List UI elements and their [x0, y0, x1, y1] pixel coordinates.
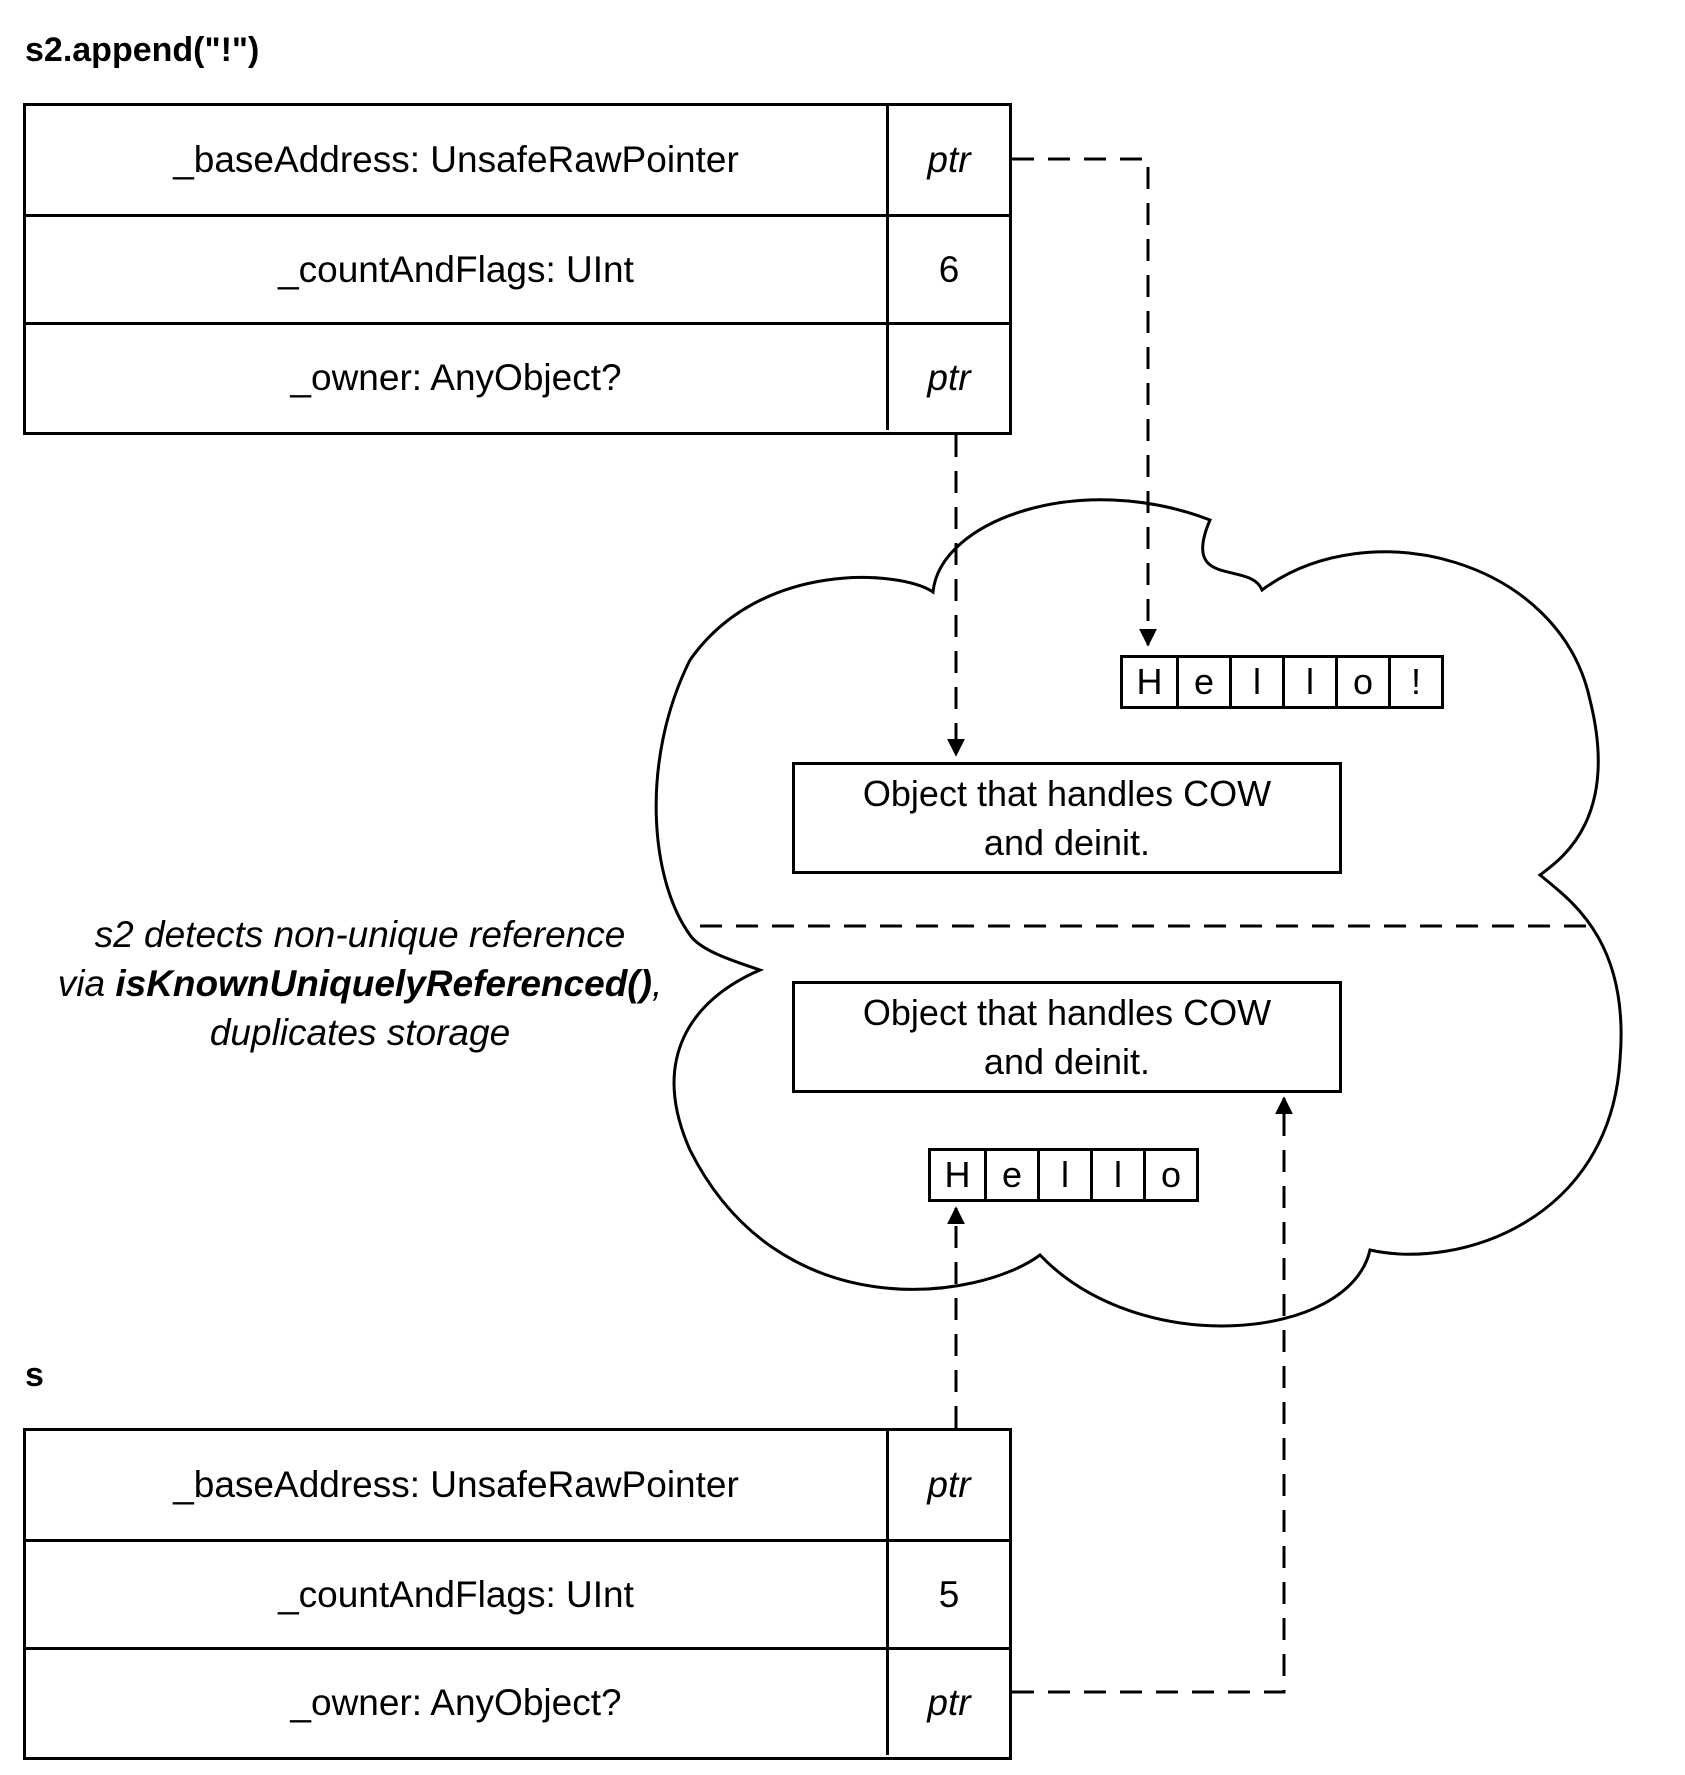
object-label-line2: and deinit.	[983, 1041, 1151, 1082]
bottom-row-base-address: _baseAddress: UnsafeRawPointer ptr	[26, 1431, 1009, 1539]
note-line1: s2 detects non-unique reference	[94, 914, 626, 955]
char-cell: e	[1176, 658, 1229, 706]
field-label: _owner: AnyObject?	[26, 325, 889, 430]
char-cell: l	[1229, 658, 1282, 706]
field-label: _countAndFlags: UInt	[26, 217, 889, 322]
top-row-base-address: _baseAddress: UnsafeRawPointer ptr	[26, 106, 1009, 214]
char-cell: H	[944, 1154, 971, 1195]
lower-char-buffer: H e l l o	[928, 1148, 1199, 1202]
note-line3: duplicates storage	[209, 1012, 511, 1053]
bottom-row-owner: _owner: AnyObject? ptr	[26, 1647, 1009, 1755]
char-cell: o	[1143, 1151, 1196, 1199]
arrow-top-base-address	[1012, 157, 1157, 647]
top-struct-heading: s2.append("!")	[25, 31, 260, 69]
field-value: 5	[938, 1573, 960, 1615]
note-line2: via isKnownUniquelyReferenced(),	[20, 959, 700, 1008]
char-cell: e	[984, 1151, 1037, 1199]
note-line2-suffix: ,	[651, 963, 663, 1004]
char-cell: o	[1335, 658, 1388, 706]
field-label: _countAndFlags: UInt	[26, 1542, 889, 1647]
lower-owner-object: Object that handles COW and deinit.	[792, 981, 1342, 1093]
field-label: _owner: AnyObject?	[26, 1650, 889, 1755]
field-value: ptr	[927, 356, 971, 398]
char-cell: l	[1282, 658, 1335, 706]
char-cell: l	[1090, 1151, 1143, 1199]
upper-owner-object: Object that handles COW and deinit.	[792, 762, 1342, 874]
bottom-struct-table: _baseAddress: UnsafeRawPointer ptr _coun…	[23, 1428, 1012, 1760]
heap-cloud	[654, 498, 1623, 1328]
bottom-row-count-and-flags: _countAndFlags: UInt 5	[26, 1539, 1009, 1647]
object-label-line1: Object that handles COW	[862, 773, 1272, 814]
char-cell: !	[1388, 658, 1441, 706]
object-label-line2: and deinit.	[983, 822, 1151, 863]
char-cell: H	[1136, 661, 1163, 702]
field-label: _baseAddress: UnsafeRawPointer	[26, 1431, 889, 1539]
note-function-name: isKnownUniquelyReferenced()	[115, 963, 652, 1004]
top-struct-table: _baseAddress: UnsafeRawPointer ptr _coun…	[23, 103, 1012, 435]
field-value: ptr	[927, 1464, 971, 1505]
top-row-count-and-flags: _countAndFlags: UInt 6	[26, 214, 1009, 322]
arrow-bottom-owner	[1012, 1096, 1293, 1694]
top-row-owner: _owner: AnyObject? ptr	[26, 322, 1009, 430]
object-label-line1: Object that handles COW	[862, 992, 1272, 1033]
note-line2-prefix: via	[57, 963, 116, 1004]
char-cell: l	[1037, 1151, 1090, 1199]
field-value: ptr	[927, 139, 971, 180]
upper-char-buffer: H e l l o !	[1120, 655, 1444, 709]
field-value: 6	[938, 248, 960, 290]
copy-on-write-note: s2 detects non-unique reference via isKn…	[20, 910, 700, 1057]
field-label: _baseAddress: UnsafeRawPointer	[26, 106, 889, 214]
field-value: ptr	[927, 1681, 971, 1723]
bottom-struct-heading: s	[25, 1356, 44, 1394]
